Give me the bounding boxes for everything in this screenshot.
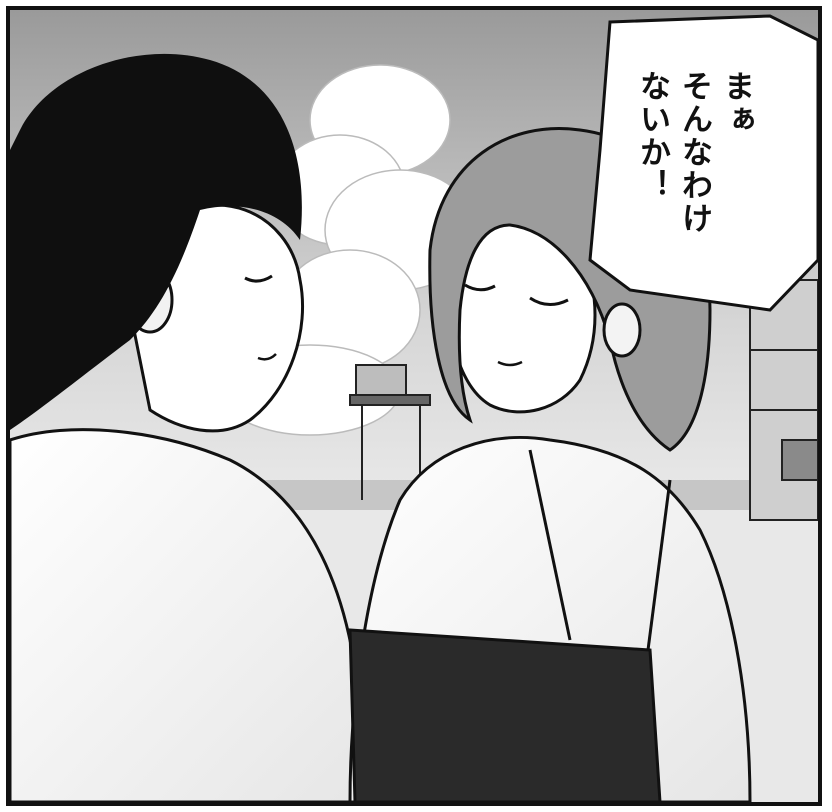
speech-bubble <box>588 14 818 312</box>
woman-eye-right <box>529 296 569 306</box>
speech-line-3: ないか！ <box>634 70 670 202</box>
panel-artwork <box>10 10 818 802</box>
clouds <box>219 64 476 436</box>
man-hair <box>10 53 302 430</box>
woman-swimsuit <box>348 628 662 802</box>
woman-mouth <box>497 360 523 367</box>
man-eye <box>244 274 273 283</box>
man-mouth <box>257 353 277 361</box>
woman-strap-right <box>646 479 672 651</box>
speech-line-1: まぁ <box>718 70 754 136</box>
manga-panel: まぁ そんなわけ ないか！ <box>6 6 822 806</box>
woman-ear <box>602 302 642 358</box>
beach-house <box>749 279 818 521</box>
woman-strap-left <box>528 449 572 641</box>
speech-line-2: そんなわけ <box>676 70 712 235</box>
lifeguard-tower <box>349 364 431 500</box>
woman-eye-left <box>464 283 496 292</box>
